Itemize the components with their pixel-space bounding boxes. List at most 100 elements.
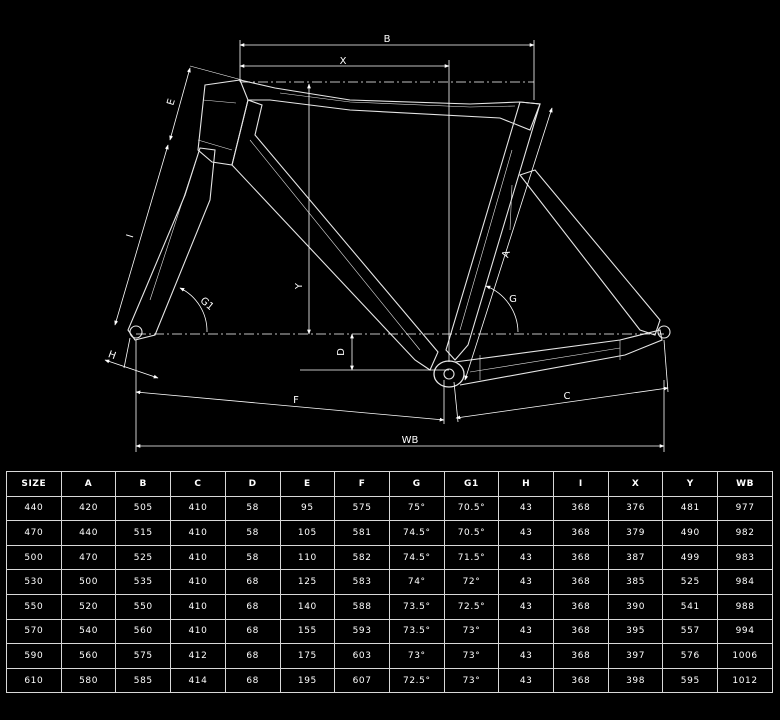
table-cell: 550	[6, 593, 62, 620]
bike-frame	[127, 79, 671, 388]
table-cell: 368	[553, 544, 609, 571]
table-cell: 988	[717, 593, 773, 620]
table-cell: 570	[6, 618, 62, 645]
table-cell: 575	[115, 643, 172, 669]
table-cell: 470	[6, 520, 62, 546]
table-cell: 500	[60, 569, 117, 595]
table-cell: 155	[279, 618, 336, 645]
rear-axle	[657, 325, 671, 339]
column-header: H	[498, 471, 555, 497]
table-cell: 398	[607, 667, 664, 694]
table-cell: 73°	[443, 667, 500, 694]
bottom-bracket	[433, 360, 465, 388]
table-cell: 499	[662, 544, 719, 571]
table-cell: 414	[170, 667, 226, 694]
table-cell: 525	[662, 569, 719, 595]
table-cell: 58	[224, 544, 281, 571]
table-cell: 994	[717, 618, 773, 645]
label-y: Y	[294, 282, 305, 290]
table-cell: 550	[115, 593, 172, 620]
table-cell: 368	[553, 667, 609, 694]
table-cell: 140	[279, 593, 336, 620]
table-cell: 70.5°	[443, 495, 500, 522]
table-cell: 75°	[388, 495, 445, 522]
column-header: X	[607, 471, 664, 497]
table-cell: 368	[553, 593, 609, 620]
label-b: B	[384, 34, 391, 45]
table-cell: 1006	[717, 643, 773, 669]
table-cell: 410	[170, 618, 226, 645]
table-cell: 110	[279, 544, 336, 571]
table-cell: 541	[662, 593, 719, 620]
down-tube	[231, 99, 439, 371]
table-cell: 440	[6, 495, 62, 522]
table-cell: 43	[498, 667, 555, 694]
table-cell: 58	[224, 520, 281, 546]
table-cell: 557	[662, 618, 719, 645]
table-cell: 43	[498, 643, 555, 669]
label-wb: WB	[402, 435, 419, 446]
chain-stay	[454, 329, 663, 386]
table-cell: 95	[279, 495, 336, 522]
table-cell: 610	[6, 667, 62, 694]
table-cell: 490	[662, 520, 719, 546]
table-cell: 984	[717, 569, 773, 595]
table-cell: 585	[115, 667, 172, 694]
table-cell: 395	[607, 618, 664, 645]
table-cell: 560	[60, 643, 117, 669]
label-f: F	[293, 395, 299, 406]
dimension-lines	[104, 40, 669, 452]
table-cell: 43	[498, 569, 555, 595]
table-cell: 68	[224, 618, 281, 645]
table-cell: 595	[662, 667, 719, 694]
label-x: X	[340, 56, 347, 67]
frame-geometry-drawing: B X E I Y A G G1 D H F C WB	[104, 34, 671, 452]
table-cell: 603	[334, 643, 390, 669]
table-cell: 593	[334, 618, 390, 645]
table-cell: 412	[170, 643, 226, 669]
table-cell: 68	[224, 593, 281, 620]
table-cell: 68	[224, 569, 281, 595]
column-header: D	[224, 471, 281, 497]
table-cell: 43	[498, 495, 555, 522]
table-cell: 74°	[388, 569, 445, 595]
table-cell: 576	[662, 643, 719, 669]
table-cell: 368	[553, 643, 609, 669]
table-cell: 70.5°	[443, 520, 500, 546]
label-e: E	[165, 98, 177, 107]
table-cell: 581	[334, 520, 390, 546]
head-tube	[197, 79, 249, 166]
label-a: A	[500, 249, 513, 259]
column-header: F	[334, 471, 390, 497]
top-tube	[239, 79, 541, 131]
table-cell: 983	[717, 544, 773, 571]
table-cell: 410	[170, 593, 226, 620]
table-cell: 73.5°	[388, 593, 445, 620]
table-cell: 500	[6, 544, 62, 571]
table-cell: 368	[553, 495, 609, 522]
table-cell: 68	[224, 667, 281, 694]
table-cell: 73°	[388, 643, 445, 669]
column-header: I	[553, 471, 609, 497]
table-cell: 387	[607, 544, 664, 571]
table-cell: 368	[553, 520, 609, 546]
table-cell: 560	[115, 618, 172, 645]
table-cell: 385	[607, 569, 664, 595]
label-i: I	[125, 233, 136, 239]
column-header: B	[115, 471, 172, 497]
table-cell: 58	[224, 495, 281, 522]
table-cell: 410	[170, 544, 226, 571]
column-header: G1	[443, 471, 500, 497]
label-c: C	[564, 391, 571, 402]
table-cell: 982	[717, 520, 773, 546]
table-cell: 582	[334, 544, 390, 571]
table-cell: 520	[60, 593, 117, 620]
table-cell: 43	[498, 520, 555, 546]
label-h: H	[106, 349, 117, 362]
